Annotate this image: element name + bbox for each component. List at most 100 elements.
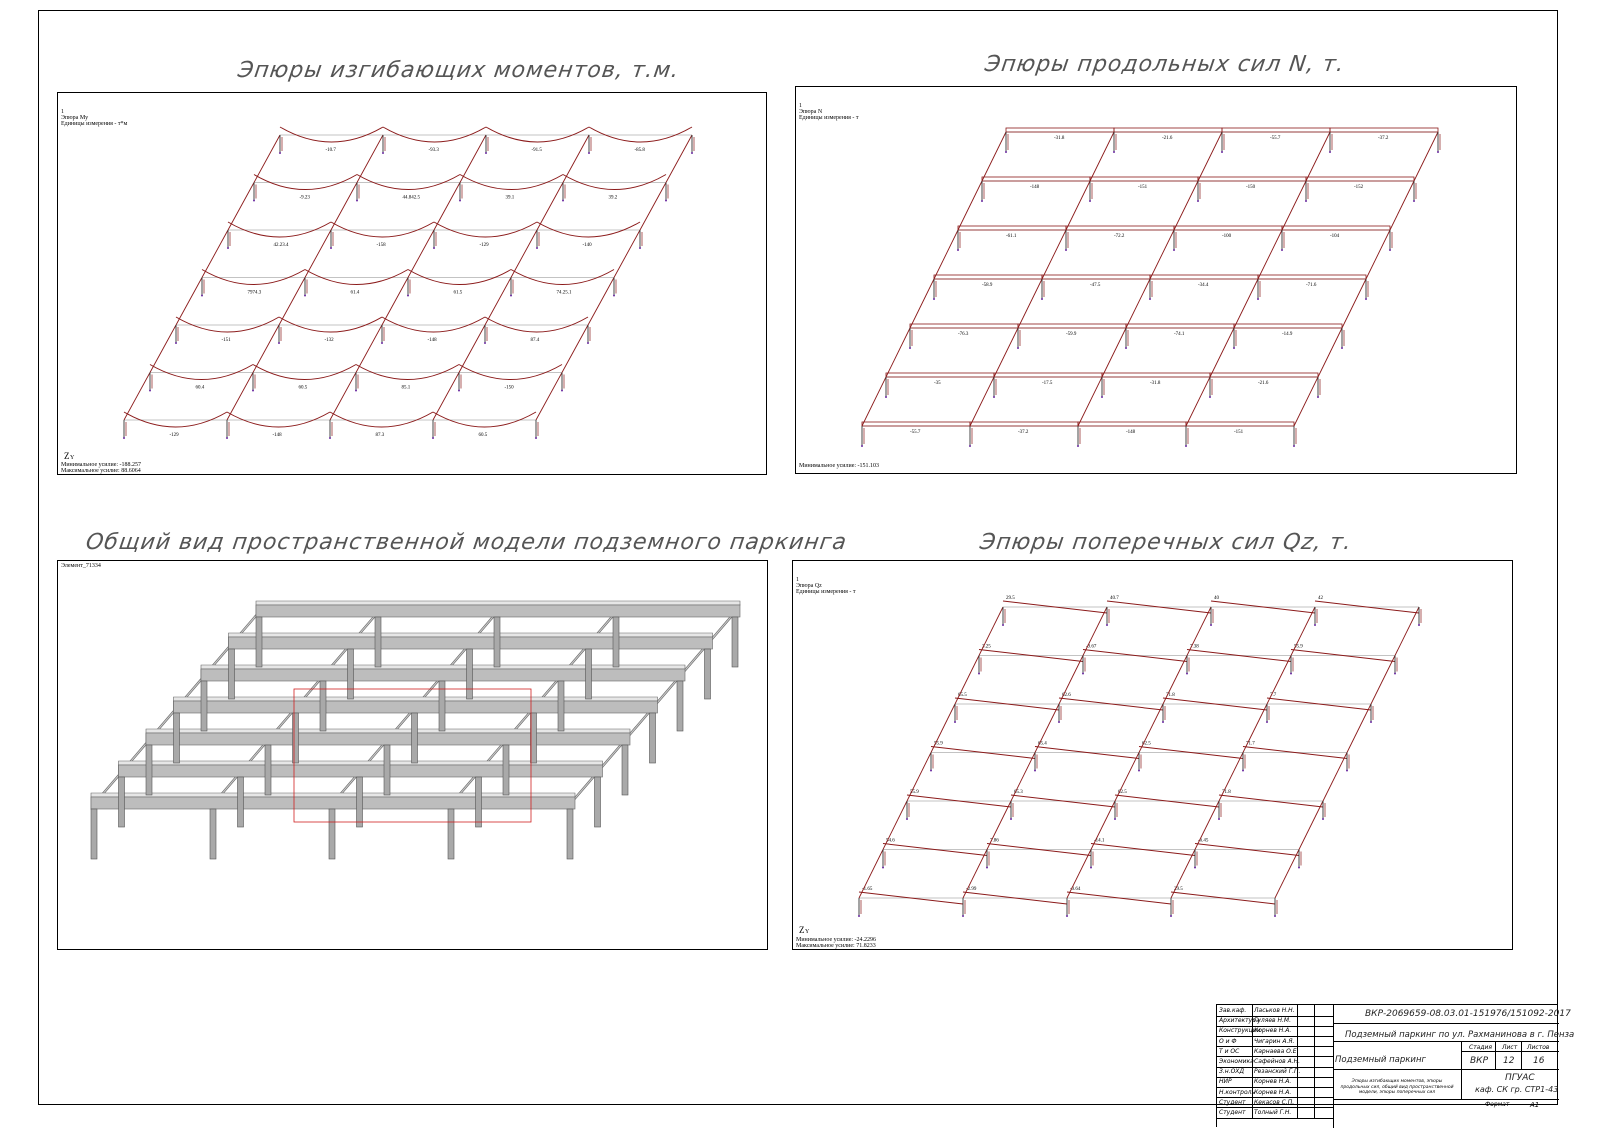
normal-frame-drawing: -31.8-21.6-55.7-37.2-148-151-150-152-61.…: [861, 127, 1441, 447]
transverse-beam: [986, 800, 1012, 850]
shear-value: 55.9: [934, 742, 943, 747]
support-node: [1266, 721, 1268, 723]
title-block-rule: [1461, 1099, 1559, 1100]
model-column: [347, 648, 354, 700]
model-column: [319, 680, 327, 732]
support-node: [1437, 151, 1439, 153]
model-beam-top: [255, 600, 741, 606]
shear-line: [954, 697, 1060, 711]
support-node: [561, 389, 563, 392]
shear-value: 40: [1214, 596, 1220, 601]
panel-moment-min: Минимальное усилие: -188.257: [61, 462, 142, 468]
support-node: [587, 342, 589, 344]
model-element-label: Элемент_71334: [61, 563, 101, 569]
shear-value: 71.8: [1222, 790, 1231, 795]
support-node: [1418, 624, 1420, 626]
project-name: Подземный паркинг по ул. Рахманинова в г…: [1345, 1030, 1575, 1040]
stage-header: Стадия: [1469, 1044, 1493, 1051]
title-block-person: Корнев Н.А.: [1254, 1027, 1292, 1035]
transverse-beam: [1365, 229, 1391, 280]
shear-line: [1034, 746, 1140, 759]
transverse-beam: [1186, 606, 1212, 656]
moment-value: 7974.3: [248, 291, 262, 296]
moment-curve: [588, 126, 693, 143]
transverse-beam: [1185, 376, 1211, 427]
support-node: [1322, 818, 1324, 820]
transverse-beam: [861, 376, 887, 427]
transverse-beam: [1058, 655, 1084, 705]
transverse-beam: [252, 324, 280, 373]
shear-value: 42: [1318, 596, 1324, 601]
model-column: [502, 744, 510, 796]
transverse-beam: [882, 800, 908, 850]
model-column: [200, 680, 208, 732]
support-node: [861, 445, 863, 447]
shear-line: [1010, 794, 1116, 808]
moment-value: 42.23.4: [274, 243, 290, 248]
axis-z-shear: Z: [799, 925, 805, 935]
shear-line: [1138, 746, 1244, 759]
normal-value: -148: [1030, 185, 1040, 190]
title-block-person: Сафейнов А.Н.: [1254, 1058, 1301, 1065]
format-value: А1: [1530, 1101, 1540, 1109]
transverse-beam: [909, 278, 935, 329]
model-column: [209, 808, 217, 860]
transverse-beam: [510, 229, 538, 278]
normal-value: -55.7: [910, 430, 921, 435]
model-column: [530, 712, 537, 764]
transverse-beam: [1114, 752, 1140, 802]
support-node: [226, 437, 228, 439]
support-node: [1218, 818, 1220, 820]
title-shear: Эпюры поперечных сил Qz, т.: [978, 530, 1354, 555]
support-node: [1005, 151, 1007, 153]
support-node: [1077, 445, 1079, 447]
support-node: [930, 769, 932, 772]
transverse-beam: [981, 131, 1007, 182]
panel-normal-title: Эпюра N: [799, 109, 823, 115]
model-column: [649, 712, 656, 764]
title-block-person: Толный Г.Н.: [1254, 1109, 1292, 1116]
shear-line: [986, 843, 1092, 856]
normal-band: [1185, 421, 1295, 427]
support-node: [1173, 249, 1175, 251]
shear-value: 54.6: [886, 839, 895, 844]
normal-band: [1209, 372, 1319, 378]
title-block-rule: [1217, 1015, 1333, 1017]
support-node: [933, 298, 935, 300]
model-column: [237, 776, 244, 828]
normal-band: [1149, 274, 1259, 280]
support-node: [1149, 298, 1151, 300]
shear-value: -2.99: [966, 887, 977, 892]
support-node: [1002, 624, 1004, 626]
support-node: [909, 347, 911, 349]
moment-value: -129: [480, 243, 490, 248]
shear-line: [1114, 794, 1220, 808]
title-moments: Эпюры изгибающих моментов, т.м.: [236, 58, 682, 83]
support-node: [613, 294, 615, 297]
support-node: [665, 199, 667, 202]
title-block-rule: [1217, 1107, 1333, 1108]
moment-curve: [458, 364, 563, 380]
shear-value: 71.8: [1166, 693, 1175, 698]
title-block-role: О и Ф: [1219, 1037, 1237, 1045]
transverse-beam: [969, 376, 995, 427]
normal-value: -35: [934, 381, 941, 386]
transverse-beam: [329, 372, 357, 421]
shear-line: [1314, 600, 1420, 614]
model-column: [90, 808, 98, 860]
normal-value: -61.1: [1006, 234, 1017, 239]
title-normal: Эпюры продольных сил N, т.: [983, 52, 1347, 77]
model-beam-top: [145, 728, 631, 734]
support-node: [1162, 721, 1164, 723]
transverse-beam: [613, 229, 641, 278]
shear-value: 65.5: [958, 693, 967, 698]
shear-value: -6.45: [1198, 839, 1209, 844]
transverse-beam: [201, 229, 229, 278]
model-beam-side: [228, 636, 713, 650]
transverse-beam: [1218, 752, 1244, 802]
parking-3d-model: [90, 600, 741, 860]
support-node: [329, 437, 331, 439]
transverse-beam: [1034, 703, 1060, 753]
